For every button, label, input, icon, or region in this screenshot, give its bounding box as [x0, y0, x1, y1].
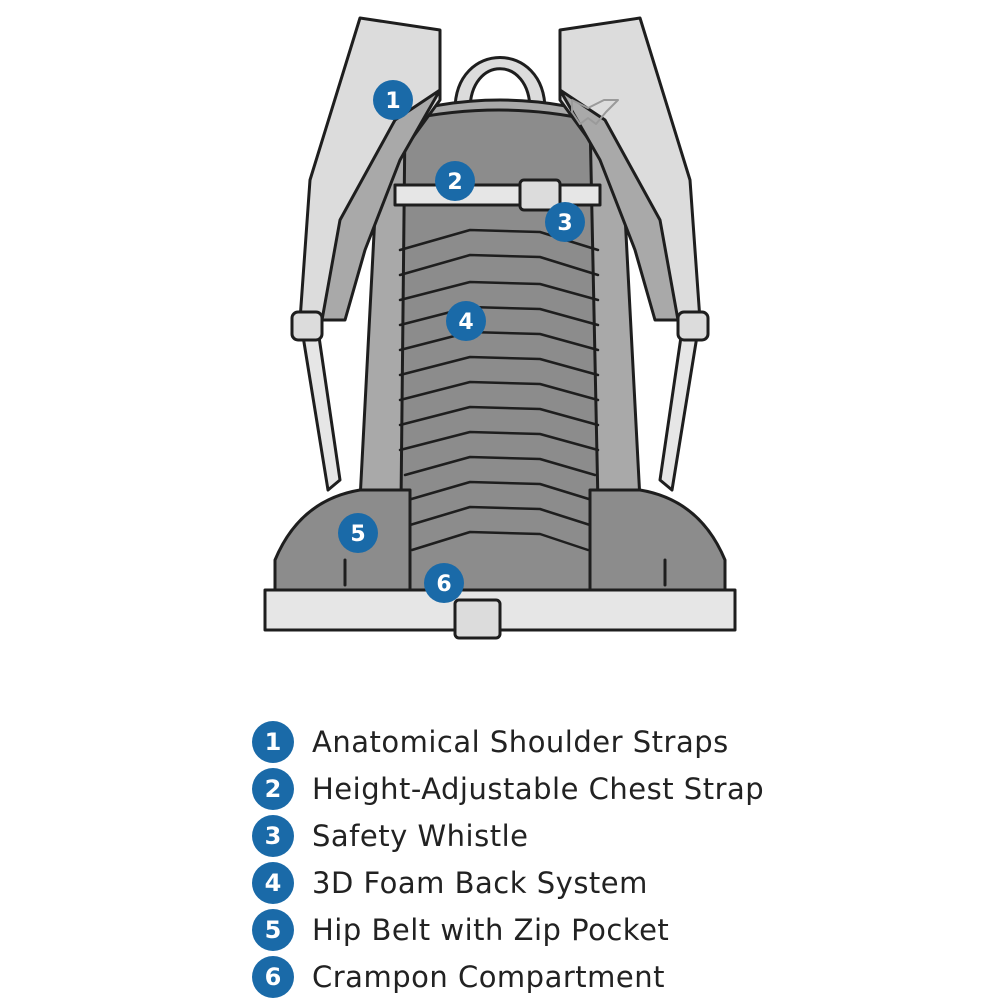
chest-buckle	[518, 178, 562, 212]
legend-label: Crampon Compartment	[312, 959, 665, 994]
legend-item-hip-belt: 5 Hip Belt with Zip Pocket	[252, 906, 972, 953]
legend-item-shoulder-straps: 1 Anatomical Shoulder Straps	[252, 718, 972, 765]
marker-6: 6	[424, 563, 464, 603]
feature-legend: 1 Anatomical Shoulder Straps 2 Height-Ad…	[252, 718, 972, 1000]
legend-item-safety-whistle: 3 Safety Whistle	[252, 812, 972, 859]
legend-number-badge: 2	[252, 767, 294, 810]
legend-label: Safety Whistle	[312, 818, 529, 853]
svg-text:3: 3	[557, 211, 572, 236]
svg-text:1: 1	[385, 89, 400, 114]
legend-item-back-system: 4 3D Foam Back System	[252, 859, 972, 906]
foam-ridges	[398, 228, 600, 552]
marker-4: 4	[446, 301, 486, 341]
legend-number-badge: 3	[252, 814, 294, 857]
marker-3: 3	[545, 202, 585, 242]
marker-2: 2	[435, 161, 475, 201]
hip-belt-right	[588, 488, 727, 602]
brand-logo	[571, 99, 619, 125]
svg-text:5: 5	[350, 522, 365, 547]
svg-text:4: 4	[458, 310, 473, 335]
legend-label: Anatomical Shoulder Straps	[312, 724, 729, 759]
legend-number-badge: 1	[252, 720, 294, 763]
svg-text:6: 6	[436, 572, 451, 597]
hip-buckle	[453, 598, 502, 640]
backpack-illustration: 1 2 3 4 5 6	[263, 16, 737, 640]
legend-number-badge: 5	[252, 908, 294, 951]
legend-item-chest-strap: 2 Height-Adjustable Chest Strap	[252, 765, 972, 812]
legend-number-badge: 6	[252, 955, 294, 998]
chest-strap	[393, 183, 602, 207]
marker-1: 1	[373, 80, 413, 120]
legend-label: Height-Adjustable Chest Strap	[312, 771, 765, 806]
legend-item-crampon-compartment: 6 Crampon Compartment	[252, 953, 972, 1000]
legend-label: 3D Foam Back System	[312, 865, 648, 900]
svg-text:2: 2	[447, 170, 462, 195]
legend-label: Hip Belt with Zip Pocket	[312, 912, 670, 947]
marker-5: 5	[338, 513, 378, 553]
legend-number-badge: 4	[252, 861, 294, 904]
